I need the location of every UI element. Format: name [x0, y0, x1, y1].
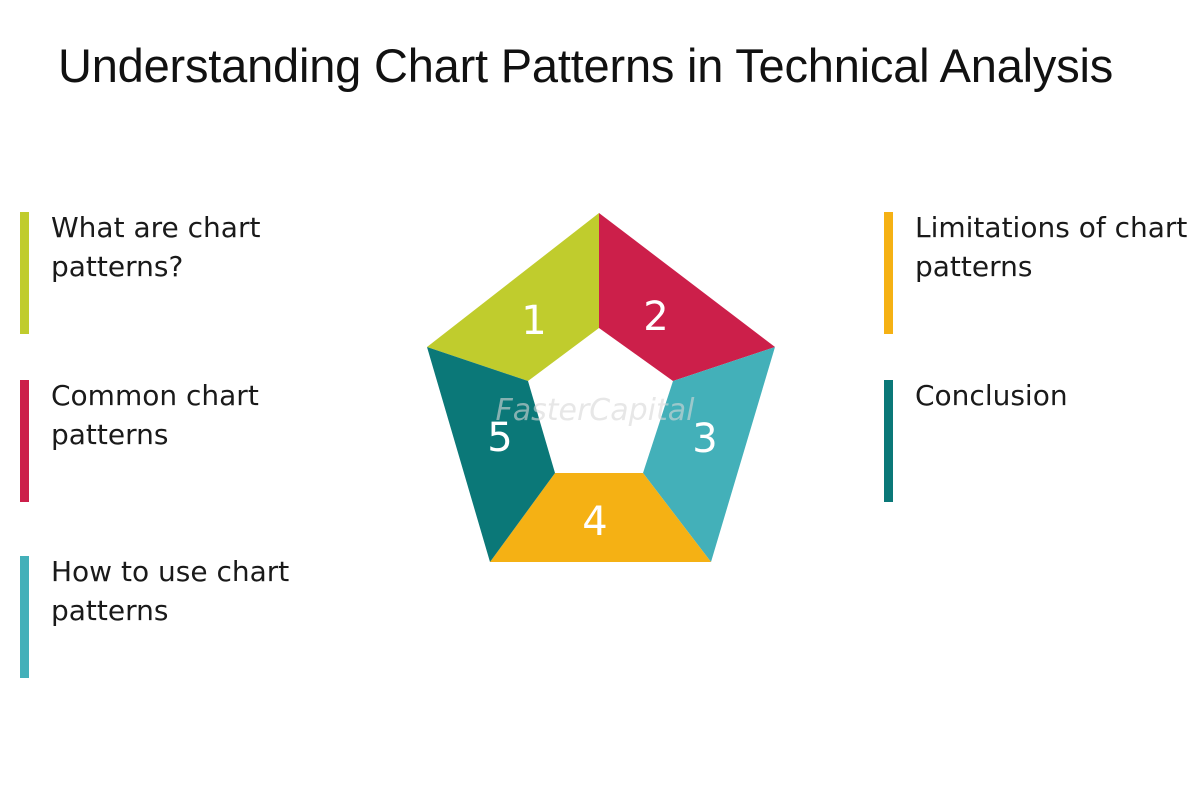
page-title: Understanding Chart Patterns in Technica… — [58, 39, 1114, 92]
segment-number-4: 4 — [582, 499, 607, 545]
legend-bar-3 — [20, 556, 29, 678]
watermark-text: FasterCapital — [495, 393, 695, 428]
legend-label-4: Limitations of chart patterns — [915, 211, 1188, 283]
legend-label-2: Common chart patterns — [51, 379, 259, 451]
legend-label-3: How to use chart patterns — [51, 555, 290, 627]
legend-bar-1 — [20, 212, 29, 334]
segment-number-3: 3 — [692, 416, 717, 462]
pentagon-segment-3 — [643, 347, 775, 562]
segment-number-5: 5 — [487, 415, 512, 461]
pentagon-segment-2 — [599, 213, 775, 381]
legend-label-5: Conclusion — [915, 379, 1068, 412]
legend-bar-2 — [20, 380, 29, 502]
legend-bar-5 — [884, 380, 893, 502]
pentagon-segment-4 — [490, 473, 711, 562]
legend-label-1: What are chart patterns? — [51, 211, 261, 283]
segment-number-1: 1 — [521, 298, 546, 344]
pentagon-segment-5 — [427, 347, 555, 562]
legend-bar-4 — [884, 212, 893, 334]
pentagon-segment-1 — [427, 213, 599, 381]
segment-number-2: 2 — [643, 294, 668, 340]
